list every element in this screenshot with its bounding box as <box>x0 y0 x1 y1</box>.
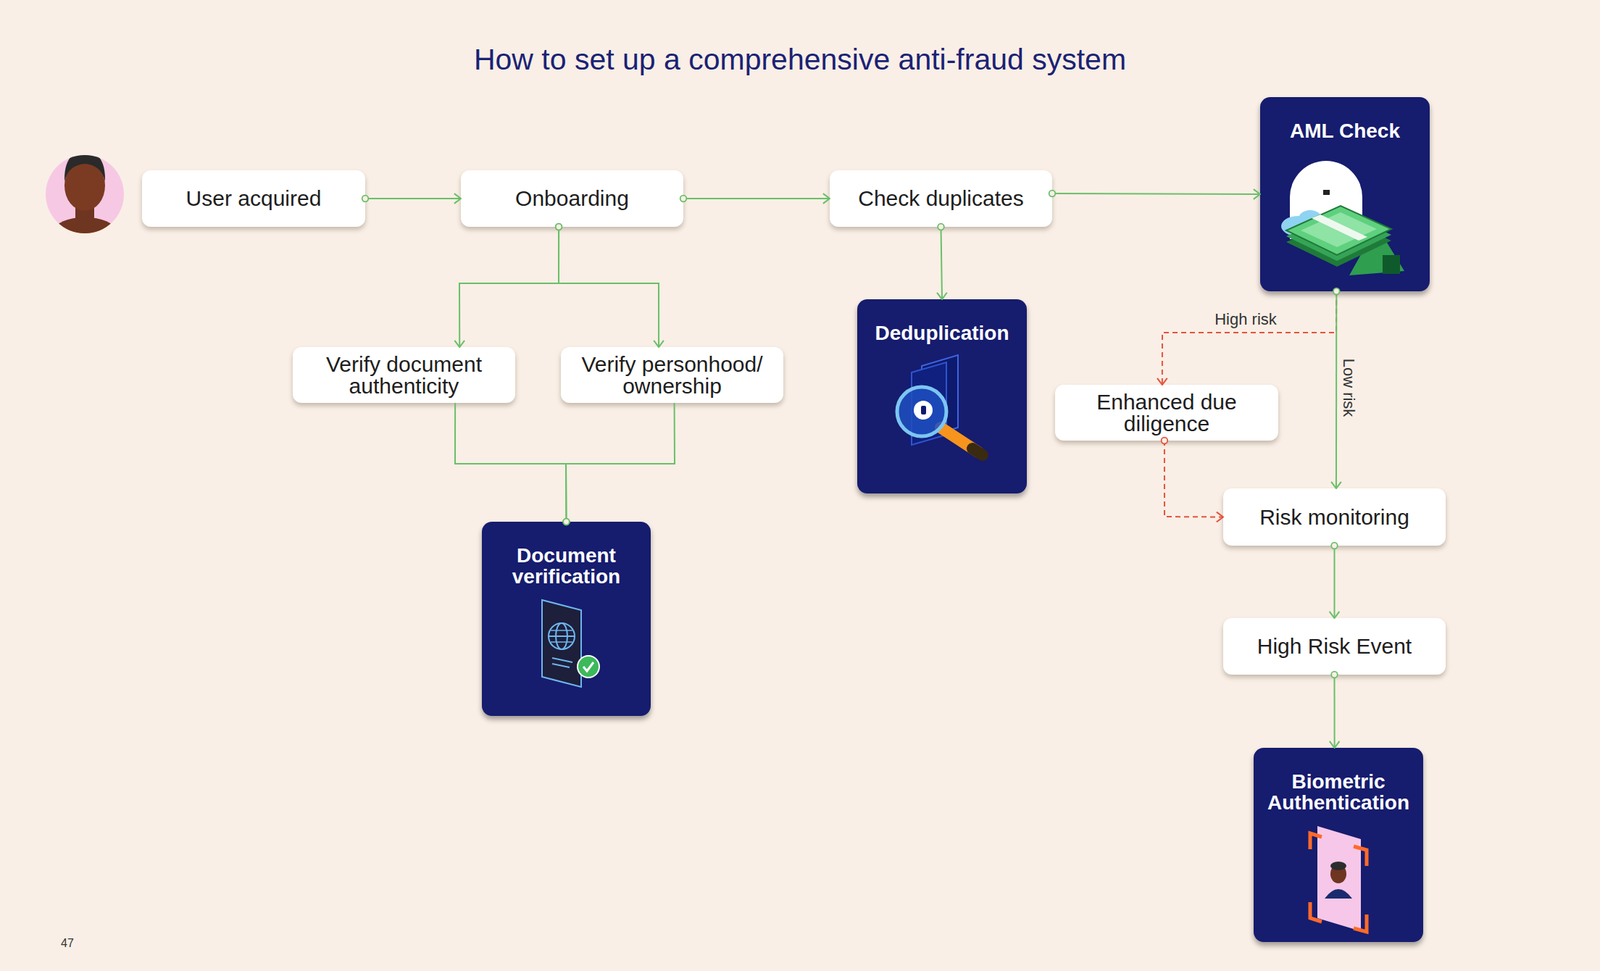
avatar-shirt <box>44 223 126 261</box>
flow-connector <box>1052 193 1261 195</box>
process-box: Verify personhood/ ownership <box>560 347 784 403</box>
connector-label: High risk <box>1214 310 1277 329</box>
process-box: User acquired <box>142 170 366 227</box>
feature-card: Document verification <box>481 521 651 716</box>
connector-group <box>365 193 1337 748</box>
card-title: Deduplication <box>874 322 1009 344</box>
flow-connector <box>1334 545 1336 619</box>
flow-connector <box>365 197 461 200</box>
avatar-hair <box>64 150 106 182</box>
flow-connector <box>558 226 659 348</box>
page-number: 47 <box>60 936 74 950</box>
avatar-circle <box>45 155 124 234</box>
feature-card: Deduplication <box>857 299 1027 494</box>
avatar-face <box>64 160 106 211</box>
feature-card: Biometric Authentication <box>1253 747 1424 943</box>
avatar-neck <box>75 202 95 229</box>
box-label: Onboarding <box>515 187 629 210</box>
box-label: Risk monitoring <box>1259 506 1410 529</box>
box-label: Verify document authenticity <box>301 353 507 398</box>
process-box: Check duplicates <box>829 170 1053 227</box>
diagram-title: How to set up a comprehensive anti-fraud… <box>0 43 1600 77</box>
card-title: AML Check <box>1289 120 1400 142</box>
dashed-connector <box>1162 291 1337 385</box>
avatar-shoulders <box>54 217 116 244</box>
box-label: User acquired <box>186 187 322 210</box>
card-title: Document verification <box>486 544 647 588</box>
box-label: Verify personhood/ ownership <box>569 353 775 398</box>
process-box: Enhanced due diligence <box>1055 384 1279 441</box>
flow-connector <box>565 402 675 522</box>
flow-connector <box>1335 291 1337 489</box>
flow-connector <box>459 226 559 348</box>
box-label: Check duplicates <box>857 187 1024 210</box>
card-title: Biometric Authentication <box>1257 771 1419 814</box>
flow-connector <box>455 402 567 522</box>
box-label: High Risk Event <box>1257 635 1412 658</box>
process-box: Verify document authenticity <box>292 347 516 403</box>
process-box: Risk monitoring <box>1223 488 1446 546</box>
box-label: Enhanced due diligence <box>1063 391 1270 435</box>
connector-label: Low risk <box>1339 358 1358 418</box>
dashed-connector <box>1164 440 1224 518</box>
process-box: Onboarding <box>460 170 684 227</box>
avatar-figure <box>44 150 126 261</box>
feature-card: AML Check <box>1260 97 1430 292</box>
user-avatar <box>44 150 126 261</box>
process-box: High Risk Event <box>1223 618 1446 675</box>
flow-connector <box>683 197 830 200</box>
flow-connector <box>941 226 943 300</box>
flow-connector <box>1334 674 1336 748</box>
